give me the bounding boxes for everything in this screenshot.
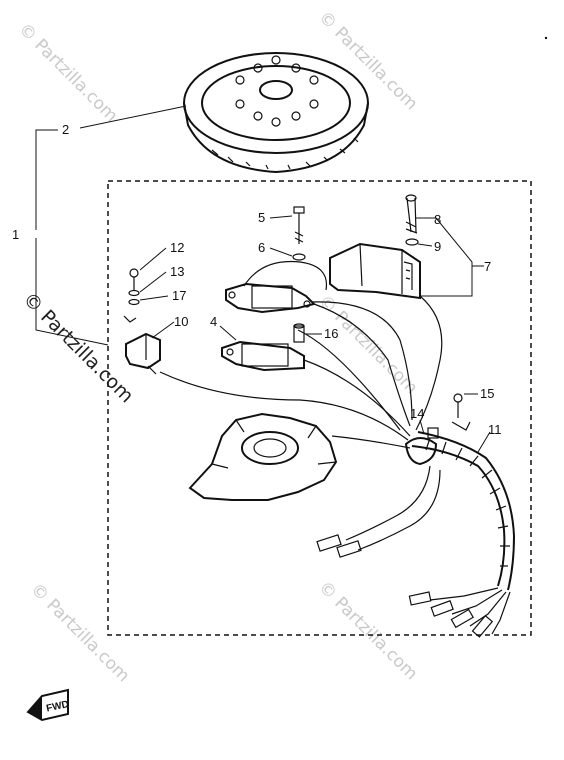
watermark: © Partzilla.com (314, 291, 421, 398)
callout-15: 15 (480, 386, 494, 401)
connector-leads (316, 465, 441, 558)
callout-9: 9 (434, 239, 441, 254)
stray-mark (544, 36, 548, 40)
callout-1: 1 (12, 227, 19, 242)
stator-base (188, 412, 338, 501)
harness-clamp (404, 427, 439, 466)
bolt-upper-right (405, 194, 419, 246)
screw-set-left (123, 268, 140, 323)
callout-labels: 1 2 4 5 6 7 8 9 10 11 12 13 14 15 16 17 (12, 122, 502, 437)
watermark: © Partzilla.com (26, 579, 133, 686)
callout-5: 5 (258, 210, 265, 225)
callout-8: 8 (434, 212, 441, 227)
cdi-unit (329, 242, 421, 300)
leader-line (35, 105, 187, 346)
charge-coil (125, 332, 161, 375)
watermark: © Partzilla.com (14, 19, 121, 126)
callout-7: 7 (484, 259, 491, 274)
ignition-coil-lower (221, 340, 305, 372)
callout-12: 12 (170, 240, 184, 255)
callout-4: 4 (210, 314, 217, 329)
callout-17: 17 (172, 288, 186, 303)
spacer-collar (293, 323, 305, 343)
bolt-upper-left (292, 206, 306, 261)
watermark-layer: © Partzilla.com © Partzilla.com © Partzi… (14, 7, 421, 686)
leader-lines (139, 215, 491, 453)
watermark: © Partzilla.com (314, 577, 421, 684)
wire-bundle (159, 260, 443, 449)
callout-10: 10 (174, 314, 188, 329)
fwd-label: FWD (45, 699, 70, 714)
callout-2: 2 (62, 122, 69, 137)
ignition-coil-upper (225, 282, 316, 314)
callout-11: 11 (488, 422, 502, 437)
callout-13: 13 (170, 264, 184, 279)
flywheel (183, 52, 369, 174)
fwd-arrow-badge: FWD (26, 688, 70, 722)
callout-6: 6 (258, 240, 265, 255)
assembly-frame (107, 180, 532, 636)
callout-14: 14 (410, 406, 424, 421)
screw-right (451, 393, 471, 431)
callout-16: 16 (324, 326, 338, 341)
wire-harness (408, 431, 516, 638)
